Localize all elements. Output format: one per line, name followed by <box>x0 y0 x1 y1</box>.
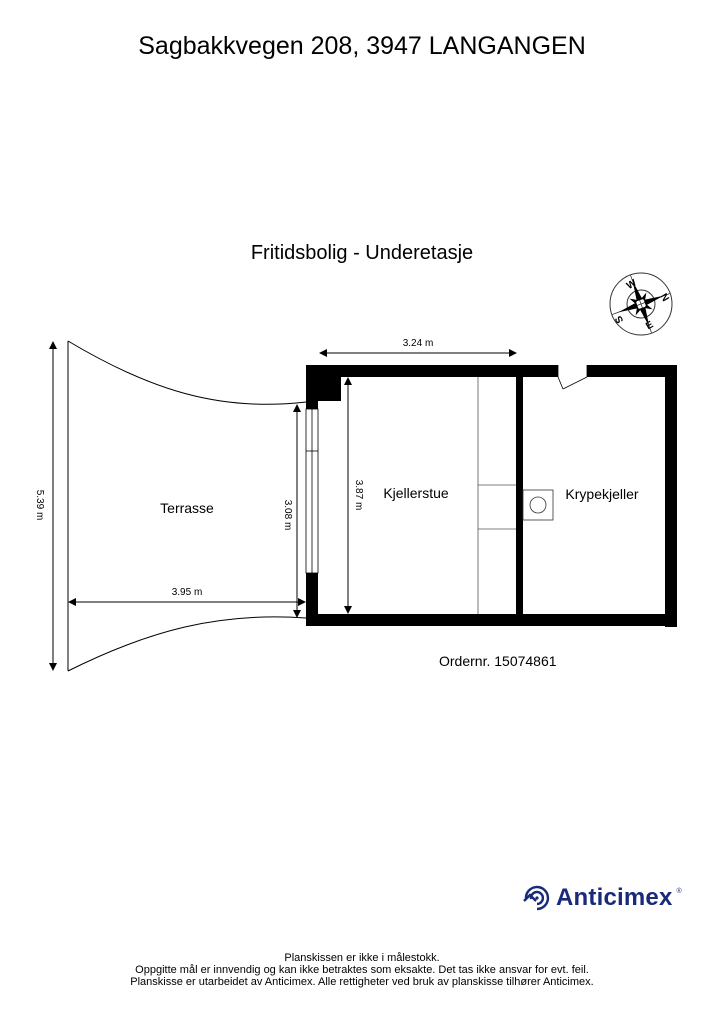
dimension-lines <box>49 341 517 671</box>
stair-partition <box>477 377 516 614</box>
terrace-door-window <box>305 408 319 574</box>
dim-terrasse-depth: 3.95 m <box>172 587 203 598</box>
terrasse-outline <box>67 340 307 672</box>
disclaimer: Planskissen er ikke i målestokk. Oppgitt… <box>0 952 724 988</box>
room-label-kjellerstue: Kjellerstue <box>383 485 449 501</box>
compass-rose-icon: W N S E <box>609 272 673 336</box>
building-walls <box>306 365 677 627</box>
disclaimer-line-2: Oppgitte mål er innvendig og kan ikke be… <box>135 964 589 976</box>
disclaimer-line-1: Planskissen er ikke i målestokk. <box>284 952 440 964</box>
drain-symbol <box>522 489 554 521</box>
dim-kjellerstue-width: 3.24 m <box>403 338 434 349</box>
dim-kjellerstue-height: 3.87 m <box>353 480 364 511</box>
order-number: Ordernr. 15074861 <box>439 653 557 669</box>
entrance-door <box>557 365 588 390</box>
room-label-krypekjeller: Krypekjeller <box>565 486 638 502</box>
svg-text:S: S <box>613 313 626 325</box>
dim-terrasse-total-height: 5.39 m <box>34 490 45 521</box>
anticimex-swirl-icon <box>523 885 550 911</box>
registered-mark: ® <box>676 888 682 895</box>
dim-terrasse-opening: 3.08 m <box>282 500 293 531</box>
disclaimer-line-3: Planskisse er utarbeidet av Anticimex. A… <box>130 976 594 988</box>
floor-title: Fritidsbolig - Underetasje <box>250 242 474 264</box>
svg-text:E: E <box>644 319 656 332</box>
anticimex-logo: Anticimex ® <box>522 884 682 912</box>
svg-text:N: N <box>658 292 671 304</box>
brand-name: Anticimex <box>556 884 673 911</box>
room-label-terrasse: Terrasse <box>160 500 214 516</box>
property-address: Sagbakkvegen 208, 3947 LANGANGEN <box>138 32 586 60</box>
